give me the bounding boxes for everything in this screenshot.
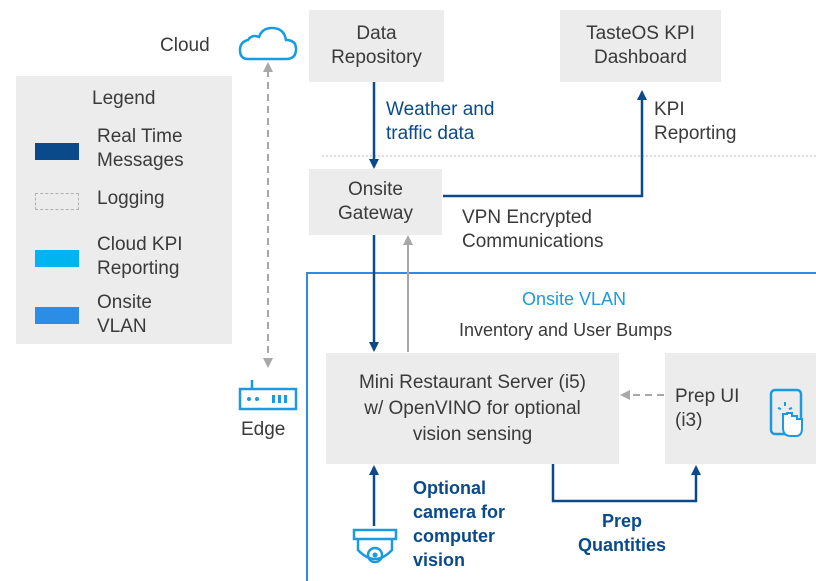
legend-label-logging: Logging — [97, 188, 165, 209]
legend-label-cloud-kpi: Cloud KPI Reporting — [97, 234, 183, 279]
legend-swatch-cloud-kpi — [35, 250, 79, 267]
cloud-icon — [238, 26, 298, 61]
cloud-label: Cloud — [160, 35, 210, 56]
router-icon — [238, 380, 298, 411]
onsite-gateway-box: Onsite Gateway — [309, 169, 442, 235]
legend-swatch-logging — [35, 193, 79, 210]
legend-label-onsite-vlan: Onsite VLAN — [97, 292, 152, 337]
onsite-vlan-label: Onsite VLAN — [522, 289, 627, 309]
data-repository-box: Data Repository — [309, 10, 444, 82]
kpi-dashboard-label: TasteOS KPI Dashboard — [586, 23, 695, 68]
edge-label: Edge — [241, 419, 286, 440]
kpi-dashboard-box: TasteOS KPI Dashboard — [560, 10, 721, 82]
tablet-touch-icon — [769, 388, 803, 437]
server-to-prepui-arrow — [551, 464, 701, 503]
vpn-communications-label: VPN Encrypted Communications — [462, 207, 604, 252]
mini-server-label: Mini Restaurant Server (i5) w/ OpenVINO … — [358, 371, 587, 445]
legend-title: Legend — [92, 88, 156, 109]
prep-ui-label: Prep UI (i3) — [675, 385, 740, 431]
security-camera-icon — [352, 528, 398, 564]
onsite-gateway-label: Onsite Gateway — [338, 179, 413, 224]
onsite-vlan-border — [306, 272, 816, 581]
optional-camera-label: Optional camera for computer vision — [413, 478, 506, 570]
legend-swatch-onsite-vlan — [35, 307, 79, 324]
legend-panel: Legend Real Time Messages Logging Cloud … — [16, 76, 232, 344]
gateway-to-dashboard-arrow — [443, 90, 647, 198]
weather-traffic-label: Weather and traffic data — [386, 99, 495, 144]
prep-quantities-label: Prep Quantities — [578, 511, 667, 555]
legend-swatch-realtime — [35, 143, 79, 160]
kpi-reporting-label: KPI Reporting — [654, 99, 737, 144]
data-repository-label: Data Repository — [331, 23, 422, 68]
inventory-bumps-label: Inventory and User Bumps — [459, 320, 673, 340]
legend-label-realtime: Real Time Messages — [97, 126, 184, 171]
mini-server-box: Mini Restaurant Server (i5) w/ OpenVINO … — [326, 353, 619, 464]
